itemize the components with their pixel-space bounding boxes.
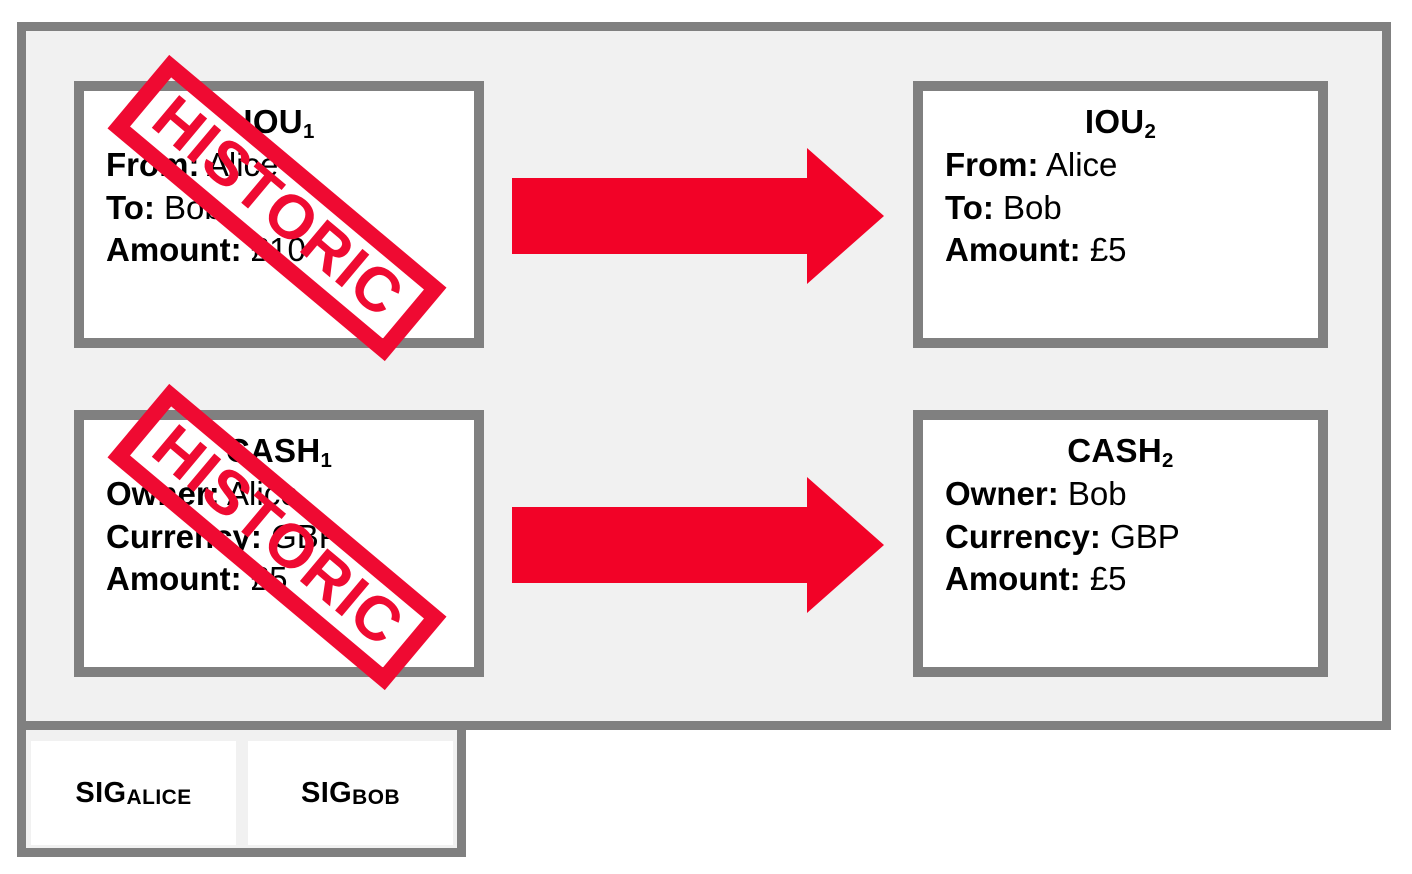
- field-currency: Currency: GBP: [106, 517, 341, 555]
- signature-subscript-bob: BOB: [352, 785, 401, 809]
- state-title-index: 2: [1162, 449, 1174, 473]
- signature-subscript-alice: ALICE: [126, 785, 192, 809]
- field-from: From: Alice: [945, 145, 1118, 183]
- field-owner: Owner: Bob: [945, 474, 1127, 512]
- field-amount: Amount: £5: [945, 560, 1127, 598]
- state-fields-cash2: Owner: Bob Currency: GBP Amount: £5: [923, 473, 1318, 602]
- right-arrow-icon: [512, 148, 884, 284]
- state-title-cash2: CASH2: [1067, 432, 1174, 473]
- state-title-index: 1: [320, 449, 333, 473]
- field-amount: Amount: £5: [106, 560, 288, 598]
- state-box-cash-output[interactable]: CASH2 Owner: Bob Currency: GBP Amount: £…: [913, 410, 1328, 677]
- state-fields-iou1: From: Alice To: Bob Amount: £10: [84, 144, 474, 273]
- signature-label-bob: SIG: [300, 776, 353, 809]
- state-title-cash1: CASH1: [225, 432, 333, 473]
- field-currency: Currency: GBP: [945, 517, 1180, 555]
- state-title-index: 2: [1144, 120, 1157, 144]
- field-amount: Amount: £5: [945, 231, 1127, 269]
- state-title-index: 1: [302, 120, 315, 144]
- cash-transition-arrow: [512, 477, 884, 613]
- state-box-cash-input[interactable]: CASH1 Owner: Alice Currency: GBP Amount:…: [74, 410, 484, 677]
- field-amount: Amount: £10: [106, 231, 306, 269]
- signature-label-alice: SIG: [75, 776, 127, 809]
- right-arrow-icon: [512, 477, 884, 613]
- state-fields-iou2: From: Alice To: Bob Amount: £5: [923, 144, 1318, 273]
- state-box-iou-input[interactable]: IOU1 From: Alice To: Bob Amount: £10: [74, 81, 484, 348]
- field-to: To: Bob: [945, 188, 1062, 226]
- state-box-iou-output[interactable]: IOU2 From: Alice To: Bob Amount: £5: [913, 81, 1328, 348]
- field-from: From: Alice: [106, 145, 279, 183]
- field-owner: Owner: Alice: [106, 474, 299, 512]
- state-fields-cash1: Owner: Alice Currency: GBP Amount: £5: [84, 473, 474, 602]
- state-title-iou1: IOU1: [243, 103, 315, 144]
- iou-transition-arrow: [512, 148, 884, 284]
- state-title-iou2: IOU2: [1084, 103, 1157, 144]
- field-to: To: Bob: [106, 188, 223, 226]
